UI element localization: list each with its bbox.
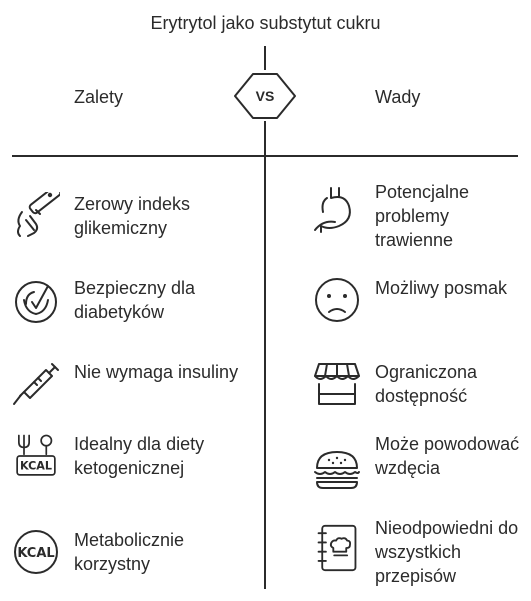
vs-label: VS <box>255 88 275 104</box>
kcal-label: KCAL <box>17 546 54 561</box>
sad-face-icon <box>315 278 359 322</box>
healthy-check-icon <box>15 281 57 323</box>
disadvantage-text: Ograniczona dostępność <box>375 362 478 406</box>
disadvantages-heading: Wady <box>375 87 421 107</box>
shop-icon <box>314 363 360 405</box>
stomach-icon <box>314 187 351 233</box>
glucose-meter-icon <box>17 192 60 237</box>
burger-icon <box>314 451 360 489</box>
divider-vertical <box>264 121 266 589</box>
advantage-text: Nie wymaga insuliny <box>74 362 239 382</box>
disadvantage-text: Potencjalne problemy trawienne <box>375 182 470 250</box>
advantage-text: Zerowy indeks glikemiczny <box>74 194 191 238</box>
kcal-icon: KCAL <box>14 530 58 574</box>
vs-badge-shape <box>234 73 296 119</box>
diagram-title: Erytrytol jako substytut cukru <box>150 13 381 33</box>
disadvantage-text: Nieodpowiedni do wszystkich przepisów <box>375 518 519 586</box>
disadvantage-text: Możliwy posmak <box>375 278 508 298</box>
divider-horizontal <box>12 155 518 157</box>
advantage-text: Idealny dla diety ketogenicznej <box>74 434 205 478</box>
recipe-book-icon <box>317 524 357 572</box>
advantages-heading: Zalety <box>74 87 124 107</box>
syringe-icon <box>13 363 59 405</box>
kcal-label: KCAL <box>20 460 52 473</box>
divider-vertical-top <box>264 46 266 70</box>
advantage-text: Bezpieczny dla diabetyków <box>74 278 196 322</box>
disadvantage-text: Może powodować wzdęcia <box>375 434 520 478</box>
kcal-meal-icon: KCAL <box>16 434 56 476</box>
advantage-text: Metabolicznie korzystny <box>74 530 185 574</box>
